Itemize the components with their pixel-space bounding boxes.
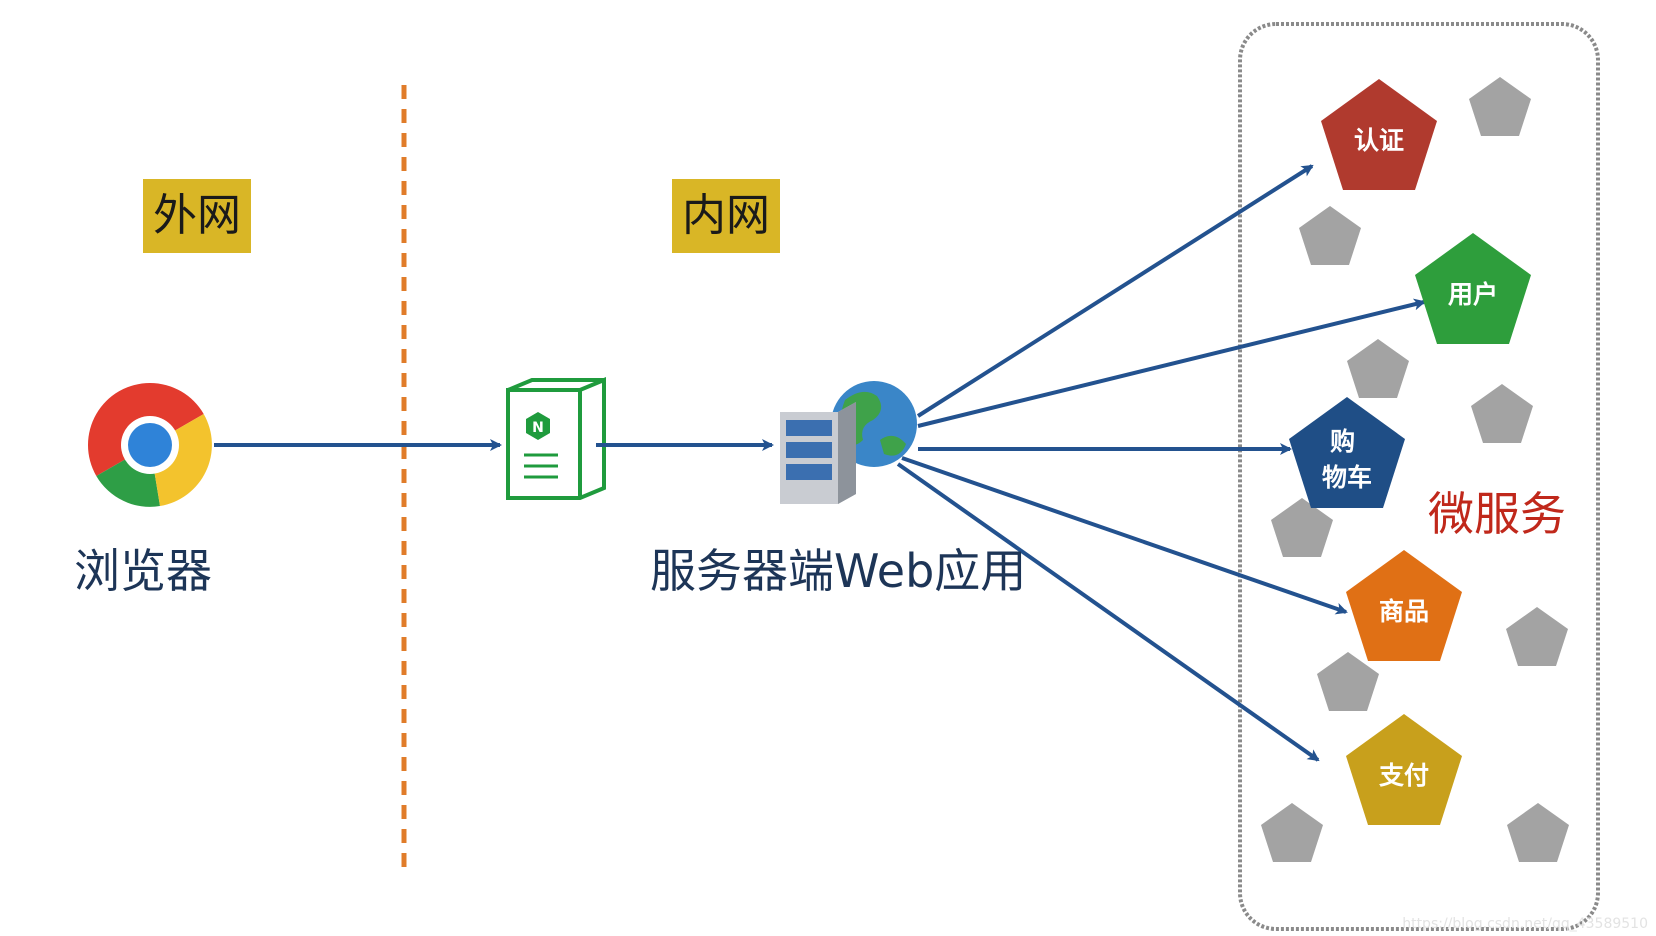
microservice-container — [1238, 22, 1600, 931]
service-user: 用户 — [1415, 233, 1531, 344]
chrome-icon — [87, 383, 212, 507]
service-cart: 购 物车 — [1289, 397, 1405, 508]
service-payment-shape — [1346, 714, 1462, 825]
service-auth-label: 认证 — [1354, 126, 1404, 155]
arrows — [214, 164, 1426, 762]
service-user-shape — [1415, 233, 1531, 344]
svg-text:N: N — [532, 420, 544, 436]
service-cart-shape — [1289, 397, 1405, 508]
web-server-globe-icon — [780, 381, 917, 504]
arrow-webapp-to-auth — [916, 164, 1314, 418]
service-product-shape — [1346, 550, 1462, 661]
arrow-webapp-to-product — [901, 456, 1348, 615]
placeholder-service — [1261, 803, 1323, 862]
placeholder-service — [1471, 384, 1533, 443]
internal-network-label: 内网 — [672, 179, 780, 253]
service-auth-shape — [1321, 79, 1437, 190]
service-product-label: 商品 — [1379, 597, 1429, 626]
service-payment-label: 支付 — [1379, 761, 1429, 790]
placeholder-service — [1299, 206, 1361, 265]
browser-label: 浏览器 — [74, 544, 212, 598]
arrow-webapp-to-user — [917, 298, 1426, 428]
service-user-label: 用户 — [1448, 280, 1498, 309]
web-app-label: 服务器端Web应用 — [650, 544, 1027, 598]
arrow-webapp-to-payment — [896, 462, 1320, 762]
microservices-title: 微服务 — [1428, 487, 1566, 541]
placeholder-services — [1261, 77, 1569, 862]
service-product: 商品 — [1346, 550, 1462, 661]
service-auth: 认证 — [1321, 79, 1437, 190]
placeholder-service — [1506, 607, 1568, 666]
service-payment: 支付 — [1346, 714, 1462, 825]
placeholder-service — [1317, 652, 1379, 711]
placeholder-service — [1271, 498, 1333, 557]
placeholder-service — [1347, 339, 1409, 398]
placeholder-service — [1507, 803, 1569, 862]
nginx-server-icon: N — [506, 377, 606, 500]
service-cart-label: 购 物车 — [1322, 427, 1372, 492]
placeholder-service — [1469, 77, 1531, 136]
external-network-label: 外网 — [143, 179, 251, 253]
watermark: https://blog.csdn.net/qq_43589510 — [1402, 916, 1648, 932]
